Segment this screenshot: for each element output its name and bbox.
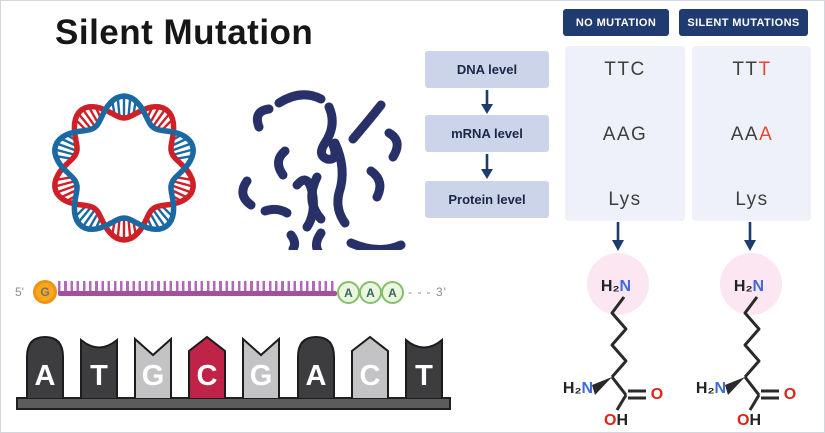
no-mutation-protein: Lys <box>565 189 685 211</box>
base-block-a: A <box>296 335 336 399</box>
end-base-circle: A <box>359 281 382 304</box>
silent-mutation-protein: Lys <box>692 189 812 211</box>
flow-arrow-icon <box>481 90 493 114</box>
silent-mutations-column <box>692 46 811 221</box>
flow-box-mrna-level: mRNA level <box>425 115 549 152</box>
lysine-bonds <box>587 253 649 411</box>
oxygen-o: O <box>650 386 664 403</box>
codon-text: TTC <box>604 59 646 80</box>
base-letter: G <box>141 360 165 392</box>
base-letter: A <box>305 360 327 392</box>
alpha-amine-label: H₂N <box>563 380 593 398</box>
base-block-g: G <box>241 335 281 399</box>
flow-box-dna-level: DNA level <box>425 51 549 88</box>
dna-backbone-bar <box>16 397 451 410</box>
base-block-t: T <box>404 335 444 399</box>
codon-text: TT <box>732 59 759 80</box>
flow-box-dna-label: DNA level <box>456 62 518 77</box>
end-base-letter: A <box>344 285 353 300</box>
page-title: Silent Mutation <box>55 13 314 52</box>
amine-group-label: H₂N <box>734 278 764 296</box>
plasmid-dna-icon <box>52 93 196 243</box>
start-base-letter: G <box>40 285 50 299</box>
codon-text: AA <box>730 124 760 145</box>
flow-arrow-icon <box>481 154 493 179</box>
mrna-strand-bar <box>58 291 337 296</box>
base-letter: C <box>196 360 218 392</box>
end-base-circle: A <box>381 281 404 304</box>
end-base-circle: A <box>337 281 360 304</box>
amine-n: N <box>619 278 632 295</box>
lysine-structure-no-mutation: H₂N H₂N O OH <box>554 249 684 432</box>
amine-h2: H₂ <box>600 278 620 295</box>
lysine-structure-silent-mutation: H₂N H₂N O OH <box>687 249 817 432</box>
start-base-circle: G <box>33 280 57 304</box>
no-mutation-mrna-codon: AAG <box>565 124 685 146</box>
chromosomes-icon <box>238 90 406 250</box>
amine-group-label: H₂N <box>601 278 631 296</box>
three-prime-label: - - - 3' <box>408 285 447 299</box>
hydroxyl-o: O <box>603 412 617 429</box>
no-mutation-column <box>565 46 685 221</box>
hydroxyl-h: H <box>749 412 762 429</box>
hydroxyl-o: O <box>736 412 750 429</box>
base-block-t: T <box>79 335 119 399</box>
hydroxyl-h: H <box>616 412 629 429</box>
protein-arrow-icon <box>612 222 624 251</box>
no-mutation-dna-codon: TTC <box>565 59 685 81</box>
five-prime-label: 5' <box>15 285 24 299</box>
base-block-g: G <box>133 335 173 399</box>
lysine-bonds <box>720 253 782 411</box>
flow-box-protein-level: Protein level <box>425 181 549 218</box>
base-block-c: C <box>350 335 390 399</box>
amine-n: N <box>581 380 594 397</box>
hydroxyl-label: OH <box>737 412 761 430</box>
amino-acid-text: Lys <box>608 189 642 210</box>
base-letter: T <box>90 360 108 392</box>
codon-mutant-text: A <box>759 124 774 145</box>
silent-mutation-dna-codon: TTT <box>692 59 812 81</box>
alpha-amine-label: H₂N <box>696 380 726 398</box>
end-base-letter: A <box>366 285 375 300</box>
mrna-strand-ticks <box>58 281 337 292</box>
carbonyl-oxygen-label: O <box>784 386 796 404</box>
base-block-a: A <box>25 335 65 399</box>
hydroxyl-label: OH <box>604 412 628 430</box>
amine-n: N <box>752 278 765 295</box>
amine-h2: H₂ <box>733 278 753 295</box>
carbonyl-oxygen-label: O <box>651 386 663 404</box>
base-letter: T <box>415 360 433 392</box>
no-mutation-header: NO MUTATION <box>563 9 669 36</box>
flow-box-protein-label: Protein level <box>448 192 526 207</box>
oxygen-o: O <box>783 386 797 403</box>
base-letter: A <box>34 360 56 392</box>
codon-mutant-text: T <box>758 59 772 80</box>
end-base-letter: A <box>388 285 397 300</box>
protein-arrow-icon <box>744 222 756 251</box>
codon-text: AAG <box>602 124 648 145</box>
amine-h2: H₂ <box>695 380 715 397</box>
amine-n: N <box>714 380 727 397</box>
base-block-c-highlight: C <box>187 335 227 399</box>
amine-h2: H₂ <box>562 380 582 397</box>
silent-mutation-mrna-codon: AAA <box>692 124 812 146</box>
amino-acid-text: Lys <box>735 189 769 210</box>
silent-mutations-header: SILENT MUTATIONS <box>679 9 808 36</box>
base-letter: C <box>359 360 381 392</box>
base-letter: G <box>249 360 273 392</box>
flow-box-mrna-label: mRNA level <box>451 126 523 141</box>
